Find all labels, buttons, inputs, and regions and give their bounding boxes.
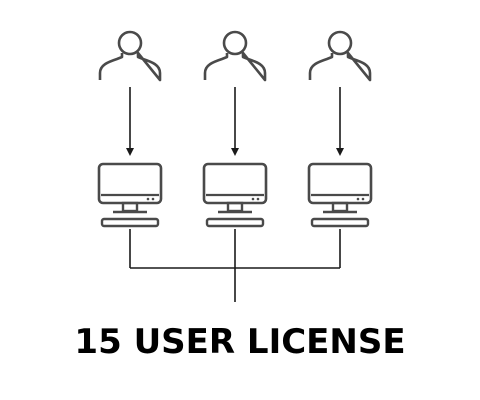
group-right	[307, 30, 373, 228]
license-caption: 15 USER LICENSE	[74, 322, 406, 362]
user-icon	[203, 30, 267, 82]
user-icon	[98, 30, 162, 82]
desktop-computer-icon	[97, 162, 163, 228]
desktop-computer-icon	[202, 162, 268, 228]
user-icon	[308, 30, 372, 82]
network-connector	[129, 229, 341, 302]
desktop-computer-icon	[307, 162, 373, 228]
group-left	[97, 30, 163, 228]
group-center	[202, 30, 268, 228]
